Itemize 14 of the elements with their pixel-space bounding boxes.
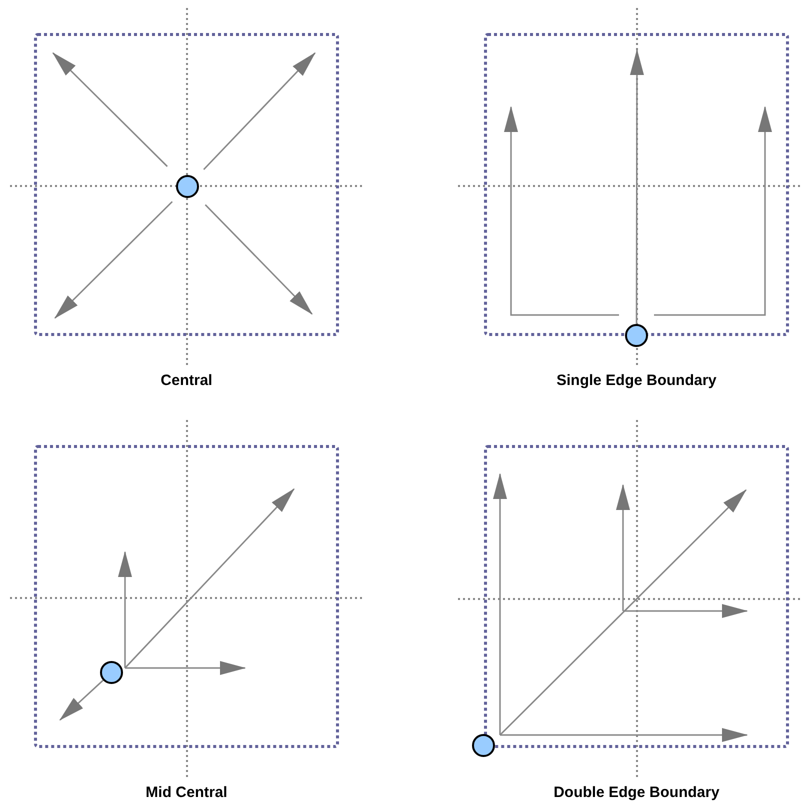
- arrow: [504, 106, 619, 316]
- dotted-frame: [34, 445, 339, 748]
- arrow: [59, 680, 104, 721]
- node-label: Double Edge Boundary: [552, 783, 720, 803]
- node-label: Single Edge Boundary: [555, 371, 718, 391]
- arrow: [203, 52, 316, 170]
- arrow: [52, 52, 168, 167]
- arrow: [204, 204, 313, 315]
- arrow: [54, 201, 173, 319]
- arrow: [630, 49, 644, 324]
- arrow: [654, 106, 772, 316]
- node-label: Mid Central: [144, 783, 228, 803]
- node-label: Central: [160, 371, 214, 391]
- dotted-frame: [34, 33, 339, 336]
